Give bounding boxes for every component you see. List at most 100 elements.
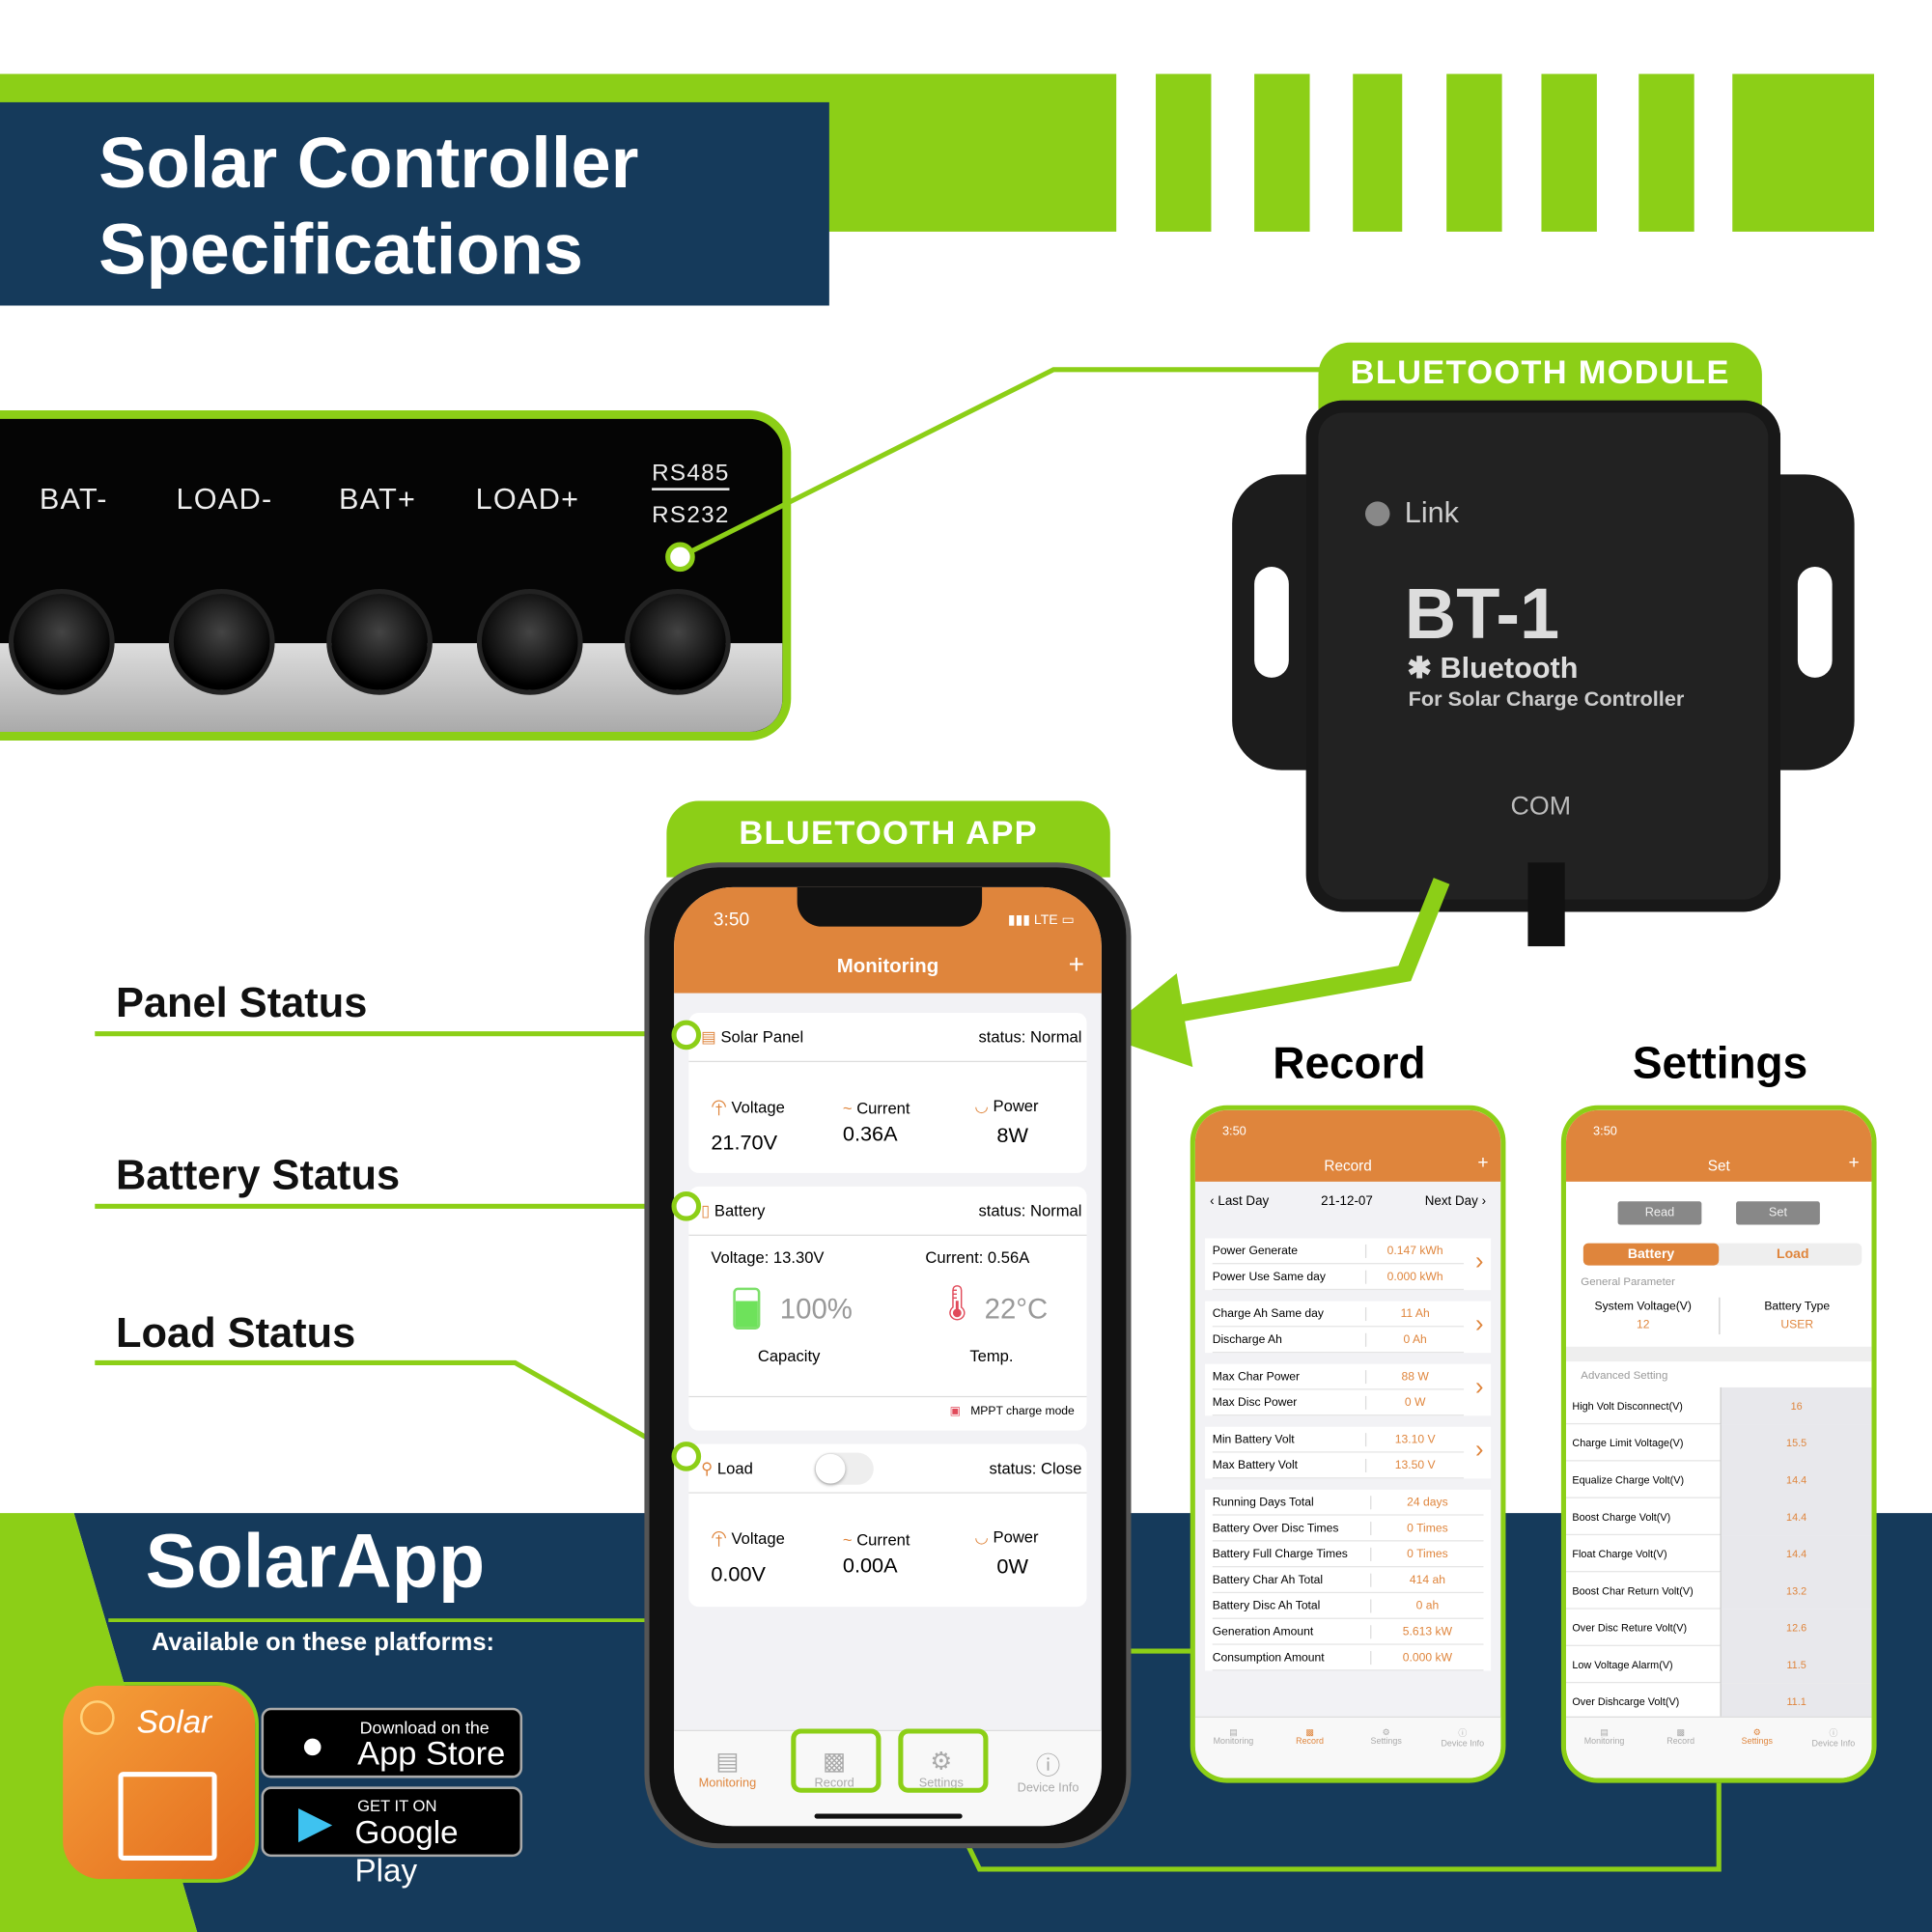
setting-label: Over Disc Reture Volt(V) xyxy=(1572,1620,1688,1634)
gplay-small: GET IT ON xyxy=(357,1796,437,1815)
tab-label: Device Info xyxy=(1017,1781,1079,1796)
battery-temp: 22°C xyxy=(984,1292,1049,1325)
add-button[interactable]: + xyxy=(1477,1152,1489,1173)
setting-value: 14.4 xyxy=(1720,1498,1872,1535)
tab-monitoring[interactable]: ▤Monitoring xyxy=(1583,1728,1625,1747)
record-label: Consumption Amount xyxy=(1212,1650,1325,1665)
battery-level-icon xyxy=(733,1287,761,1330)
tab-record[interactable]: ▩Record xyxy=(1666,1728,1695,1747)
chevron-right-icon[interactable]: › xyxy=(1474,1436,1484,1465)
add-button[interactable]: + xyxy=(1068,948,1085,980)
main-phone: 3:50 ▮▮▮ LTE ▭ Monitoring + ▤ Solar Pane… xyxy=(644,862,1132,1849)
screen-title: Monitoring xyxy=(836,956,939,977)
setting-row[interactable]: Charge Limit Voltage(V)15.5 xyxy=(1565,1423,1872,1462)
record-label: Battery Char Ah Total xyxy=(1212,1573,1324,1587)
label-rs232: RS232 xyxy=(652,502,730,529)
setting-row[interactable]: Low Voltage Alarm(V)11.5 xyxy=(1565,1645,1872,1684)
record-value: 0 Times xyxy=(1370,1521,1483,1535)
model-label: BT-1 xyxy=(1404,574,1560,655)
solar-app-icon[interactable]: Solar xyxy=(59,1681,259,1883)
record-label: Running Days Total xyxy=(1212,1495,1314,1509)
setting-row[interactable]: Over Disc Reture Volt(V)12.6 xyxy=(1565,1609,1872,1646)
tab-settings[interactable]: ⚙Settings xyxy=(1741,1728,1773,1747)
system-voltage[interactable]: System Voltage(V)12 xyxy=(1566,1300,1721,1331)
alert-icon: ▣ xyxy=(949,1404,962,1418)
next-day-button[interactable]: Next Day › xyxy=(1424,1193,1487,1209)
system-voltage-label: System Voltage(V) xyxy=(1594,1300,1692,1314)
record-label: Battery Disc Ah Total xyxy=(1212,1598,1321,1612)
battery-status: status: Normal xyxy=(978,1201,1082,1220)
load-toggle[interactable] xyxy=(814,1451,874,1485)
bluetooth-text: Bluetooth xyxy=(1440,652,1579,686)
tab-monitoring[interactable]: ▤Monitoring xyxy=(674,1731,781,1826)
setting-row[interactable]: Float Charge Volt(V)14.4 xyxy=(1565,1534,1872,1573)
tab-record[interactable]: ▩Record xyxy=(1296,1728,1324,1747)
solar-current: 0.36A xyxy=(842,1122,898,1146)
tab-monitoring[interactable]: ▤Monitoring xyxy=(1213,1728,1254,1747)
tab-settings[interactable]: ⚙Settings xyxy=(887,1731,994,1826)
add-button[interactable]: + xyxy=(1848,1152,1860,1173)
record-value: 0 W xyxy=(1364,1395,1464,1410)
label-bat-neg: BAT- xyxy=(39,483,108,517)
settings-tab-highlight xyxy=(898,1728,989,1793)
battery-type-label: Battery Type xyxy=(1764,1300,1831,1314)
tab-label: Device Info xyxy=(1441,1739,1485,1749)
setting-row[interactable]: Boost Charge Volt(V)14.4 xyxy=(1565,1498,1872,1536)
record-date: 21-12-07 xyxy=(1321,1193,1373,1209)
record-label: Charge Ah Same day xyxy=(1212,1306,1324,1321)
load-power: 0W xyxy=(996,1554,1028,1579)
notch xyxy=(797,886,983,927)
record-header: 3:50 Record + xyxy=(1194,1109,1501,1182)
monitoring-screen: 3:50 ▮▮▮ LTE ▭ Monitoring + ▤ Solar Pane… xyxy=(674,886,1102,1827)
last-day-button[interactable]: ‹ Last Day xyxy=(1210,1193,1270,1209)
panel-status-line xyxy=(95,1031,675,1037)
record-label: Generation Amount xyxy=(1212,1624,1314,1638)
voltage-icon: ⯣ xyxy=(711,1528,727,1548)
mount-hole xyxy=(1254,567,1289,678)
google-play-badge[interactable]: ▶ GET IT ON Google Play xyxy=(261,1786,523,1889)
advanced-setting-label: Advanced Setting xyxy=(1581,1368,1668,1382)
segment-load[interactable]: Load xyxy=(1777,1246,1809,1262)
tab-settings[interactable]: ⚙Settings xyxy=(1370,1728,1402,1747)
load-status-label: Load Status xyxy=(115,1309,356,1358)
settings-heading: Settings xyxy=(1632,1037,1808,1088)
record-value: 0.000 kWh xyxy=(1364,1270,1464,1284)
setting-row[interactable]: High Volt Disconnect(V)16 xyxy=(1565,1386,1872,1425)
power-icon: ◡ xyxy=(974,1527,989,1547)
setting-row[interactable]: Over Dishcarge Volt(V) 11.1 xyxy=(1565,1682,1872,1721)
setting-row[interactable]: Equalize Charge Volt(V)14.4 xyxy=(1565,1460,1872,1498)
read-button[interactable]: Read xyxy=(1617,1201,1702,1225)
screen-title: Record xyxy=(1324,1157,1372,1175)
record-label: Power Generate xyxy=(1212,1244,1299,1258)
segment-battery[interactable]: Battery xyxy=(1582,1243,1720,1266)
setting-row[interactable]: Boost Char Return Volt(V)13.2 xyxy=(1565,1571,1872,1610)
chevron-right-icon[interactable]: › xyxy=(1474,1310,1484,1338)
header-stripe xyxy=(1156,73,1212,232)
panel-status-label: Panel Status xyxy=(115,979,368,1027)
app-store-badge[interactable]: ● Download on the App Store xyxy=(261,1707,523,1778)
setting-value: 11.1 xyxy=(1720,1682,1872,1720)
solar-voltage-label: Voltage xyxy=(731,1098,785,1117)
chevron-right-icon[interactable]: › xyxy=(1474,1373,1484,1401)
apple-icon: ● xyxy=(300,1722,325,1767)
status-time: 3:50 xyxy=(1221,1125,1246,1139)
tab-label: Monitoring xyxy=(698,1777,757,1791)
set-button[interactable]: Set xyxy=(1736,1201,1820,1225)
tab-record[interactable]: ▩Record xyxy=(781,1731,888,1826)
chevron-right-icon[interactable]: › xyxy=(1474,1247,1484,1275)
network-label: LTE xyxy=(1033,912,1058,928)
load-name: Load xyxy=(716,1458,753,1478)
setting-label: Over Dishcarge Volt(V) xyxy=(1572,1694,1680,1708)
app-icon-text: Solar xyxy=(136,1702,212,1740)
app-name: SolarApp xyxy=(145,1519,486,1605)
